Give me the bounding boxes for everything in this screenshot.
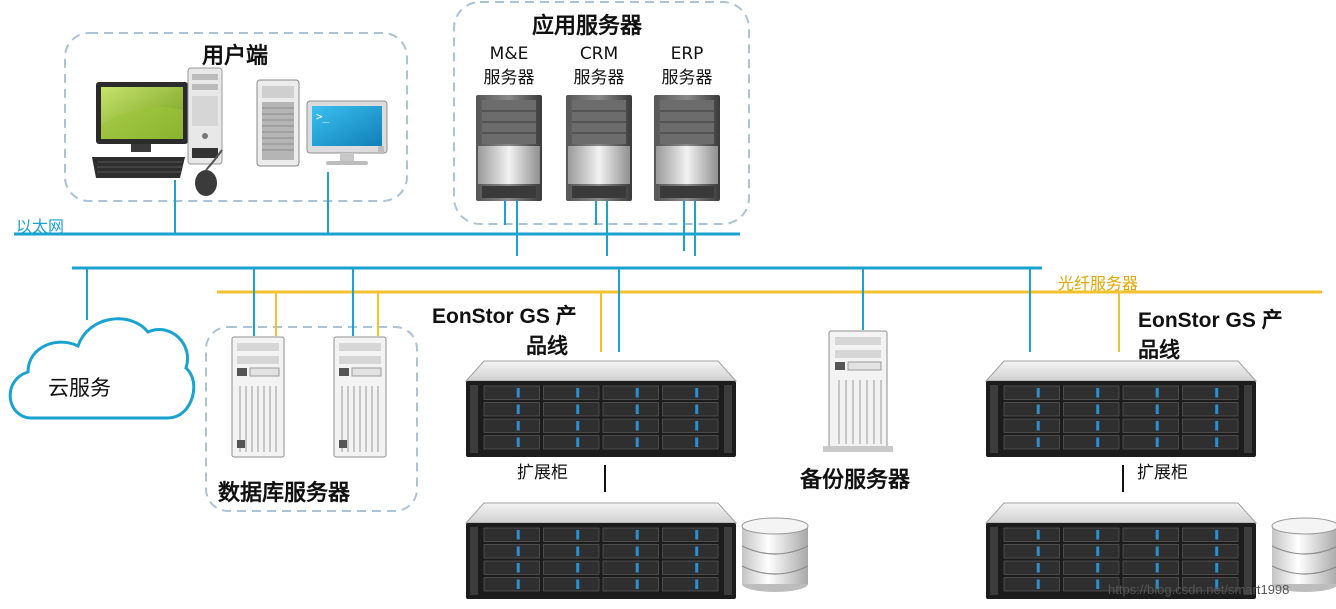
product-line-right-2: 品线 [1138, 339, 1180, 362]
product-line-right: EonStor GS 产 品线 [1138, 306, 1283, 366]
db-server-2-icon [333, 336, 387, 458]
watermark: https://blog.csdn.net/smart1998 [1108, 582, 1290, 597]
server-name: CRM [579, 44, 619, 64]
workstation-tower-icon [256, 79, 300, 167]
product-line-left-2: 品线 [526, 335, 568, 358]
storage-array-left-icon [464, 360, 738, 457]
product-line-left: EonStor GS 产 品线 [432, 302, 577, 362]
cloud-icon [8, 317, 196, 420]
product-line-left-1: EonStor GS 产 [432, 305, 577, 328]
ethernet-label: 以太网 [16, 217, 65, 236]
storage-expansion-left-icon [464, 502, 738, 599]
cloud-label: 云服务 [48, 376, 111, 400]
terminal-monitor-icon: >_ [306, 100, 388, 165]
server-label-me: M&E 服务器 [474, 42, 544, 90]
backup-label: 备份服务器 [800, 468, 911, 493]
ethernet-links [86, 172, 1031, 352]
server-role: 服务器 [661, 68, 713, 88]
fiber-links [275, 292, 1120, 352]
disk-left-icon [741, 517, 809, 592]
server-role: 服务器 [573, 68, 625, 88]
db-server-1-icon [231, 336, 285, 458]
svg-text:>_: >_ [316, 110, 330, 123]
app-group-box [453, 1, 750, 225]
app-group-title: 应用服务器 [532, 14, 643, 39]
desktop-computer-icon [92, 67, 223, 196]
app-server-crm-icon [566, 95, 632, 201]
db-group-box [205, 326, 418, 512]
fiber-label: 光纤服务器 [1058, 274, 1139, 293]
user-group-box [64, 32, 408, 202]
user-group-title: 用户端 [202, 44, 269, 69]
server-label-crm: CRM 服务器 [564, 42, 634, 90]
product-line-right-1: EonStor GS 产 [1138, 309, 1283, 332]
db-group-title: 数据库服务器 [218, 481, 351, 506]
backup-server-icon [823, 330, 893, 452]
expansion-label-left: 扩展柜 [517, 463, 568, 483]
server-name: ERP [670, 44, 704, 64]
disk-right-icon [1271, 517, 1336, 592]
expansion-label-right: 扩展柜 [1137, 463, 1188, 483]
server-label-erp: ERP 服务器 [652, 42, 722, 90]
app-server-erp-icon [654, 95, 720, 201]
app-server-me-icon [476, 95, 542, 201]
server-role: 服务器 [483, 68, 535, 88]
storage-expansion-right-icon [984, 502, 1258, 599]
server-name: M&E [489, 44, 529, 64]
storage-array-right-icon [984, 360, 1258, 457]
